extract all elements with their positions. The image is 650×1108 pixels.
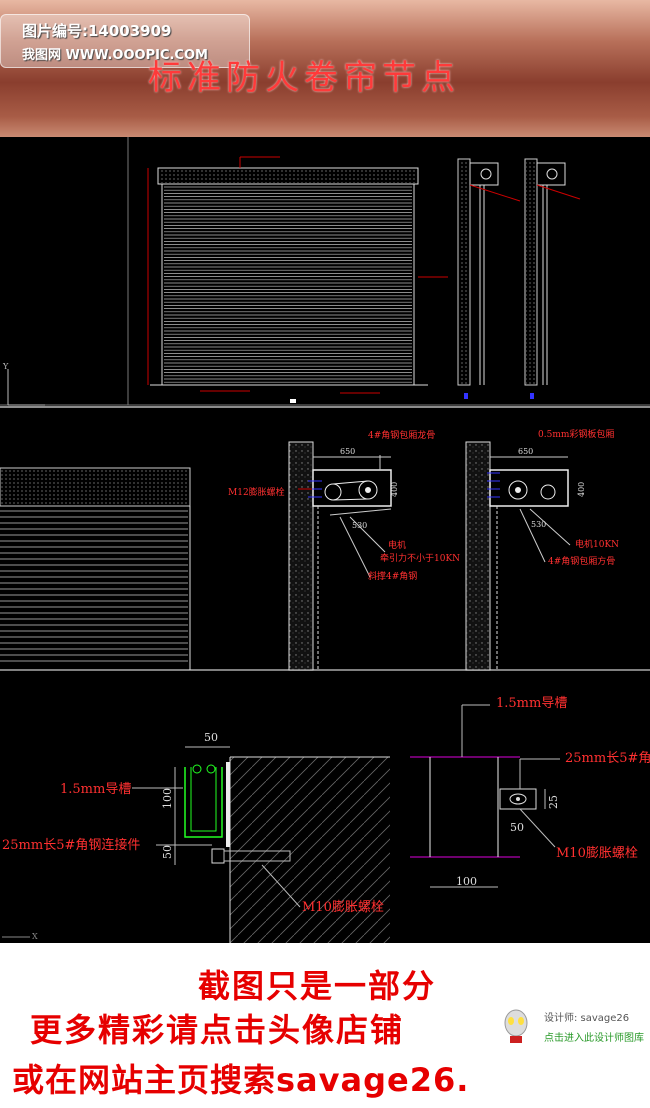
footer: 截图只是一部分 更多精彩请点击头像店铺 或在网站主页搜索savage26. 设计… (0, 943, 650, 1108)
side-section-b (524, 158, 581, 399)
footer-line-3: 或在网站主页搜索savage26. (12, 1061, 470, 1099)
box-section-view: 650 400 530 4#角钢包厢龙骨 M12膨胀螺栓 电机 牵引力不小于10… (0, 428, 650, 671)
rail-section-2: 1.5mm导槽 25mm长5#角 25 50 M10膨胀螺栓 100 (410, 696, 650, 888)
designer-name: 设计师: savage26 (544, 1013, 630, 1024)
dim-400-b: 400 (577, 482, 586, 497)
dim-530-b: 530 (531, 520, 546, 529)
label-guide-slot: 1.5mm导槽 (60, 782, 131, 797)
watermark-id: 图片编号:14003909 (22, 22, 172, 40)
rail-section-1: 50 1.5mm导槽 100 50 25mm长5#角钢连接件 M10膨胀螺栓 (2, 731, 390, 943)
footer-line-1: 截图只是一部分 (198, 967, 437, 1005)
ucs-axis-icon: Y (2, 362, 45, 406)
label-expansion-bolt: M12膨胀螺栓 (228, 486, 285, 498)
dim-100-b: 100 (456, 875, 477, 888)
label-angle-b: 4#角钢包厢方骨 (548, 555, 615, 567)
label-motor-b: 电机10KN (575, 538, 619, 550)
dim-650-b: 650 (518, 447, 533, 456)
cad-drawing: Y (0, 137, 650, 943)
label-m10-bolt-b: M10膨胀螺栓 (556, 846, 638, 861)
designer-avatar-icon[interactable] (496, 1005, 536, 1045)
label-motor: 电机 (388, 539, 406, 551)
side-section-a (457, 158, 521, 399)
watermark-box (0, 14, 250, 68)
dim-530: 530 (352, 521, 367, 530)
guide-rail-view: X 50 1.5mm导槽 100 50 25mm长5#角钢连接件 M10膨 (2, 696, 650, 943)
label-guide-slot-b: 1.5mm导槽 (496, 696, 567, 711)
elevation-view: Y (0, 137, 650, 408)
dim-50: 50 (204, 731, 218, 744)
footer-line-2: 更多精彩请点击头像店铺 (30, 1011, 405, 1049)
label-connector: 25mm长5#角钢连接件 (2, 837, 140, 853)
ucs-axis-icon-2: X (2, 932, 38, 941)
box-detail-1: 650 400 530 4#角钢包厢龙骨 M12膨胀螺栓 电机 牵引力不小于10… (228, 429, 460, 671)
watermark-site: 我图网 WWW.OOOPIC.COM (22, 48, 208, 63)
page-title: 标准防火卷帘节点 (148, 58, 460, 98)
dim-25: 25 (547, 795, 560, 809)
shutter-slats-detail (0, 510, 188, 662)
cad-canvas: Y (0, 137, 650, 943)
label-angle-c: 25mm长5#角 (565, 751, 650, 766)
header-banner: 图片编号:14003909 我图网 WWW.OOOPIC.COM 标准防火卷帘节… (0, 0, 650, 137)
label-m10-bolt: M10膨胀螺栓 (302, 900, 384, 915)
dim-50-v: 50 (161, 845, 174, 859)
label-angle-frame: 4#角钢包厢龙骨 (368, 429, 435, 441)
label-traction: 牵引力不小于10KN (380, 552, 460, 564)
dim-650: 650 (340, 447, 355, 456)
svg-text:X: X (32, 932, 38, 941)
designer-gallery-link[interactable]: 点击进入此设计师图库 (544, 1033, 644, 1044)
box-detail-2: 650 400 530 0.5mm彩钢板包厢 电机10KN 4#角钢包厢方骨 (465, 428, 619, 671)
dim-400: 400 (390, 482, 399, 497)
shutter-slats (164, 186, 412, 383)
svg-text:Y: Y (2, 362, 9, 371)
label-brace: 斜撑4#角钢 (368, 570, 417, 582)
dim-50-b: 50 (510, 821, 524, 834)
label-steel-box: 0.5mm彩钢板包厢 (538, 428, 614, 440)
dim-100: 100 (161, 788, 174, 809)
